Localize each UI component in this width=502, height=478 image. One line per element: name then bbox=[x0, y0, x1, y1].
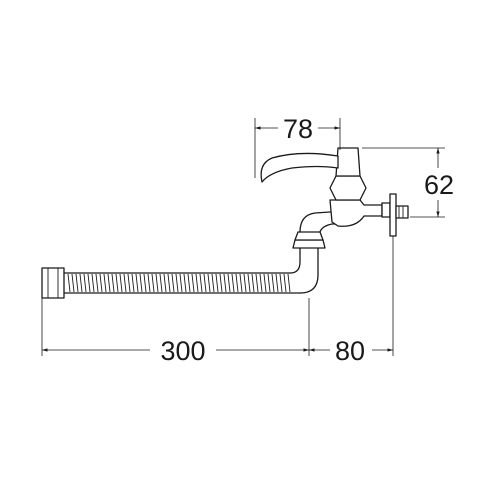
faucet-body bbox=[260, 147, 409, 249]
dimension-label-80: 80 bbox=[335, 336, 365, 366]
dimension-78: 78 bbox=[255, 114, 340, 144]
extension-lines bbox=[41, 118, 445, 356]
dimension-62: 62 bbox=[424, 148, 454, 217]
dimension-80: 80 bbox=[309, 336, 393, 366]
flexible-hose bbox=[41, 237, 319, 299]
dimension-label-78: 78 bbox=[283, 114, 313, 144]
dimension-300: 300 bbox=[42, 336, 309, 366]
dimension-label-300: 300 bbox=[160, 336, 205, 366]
dimension-label-62: 62 bbox=[424, 170, 454, 200]
